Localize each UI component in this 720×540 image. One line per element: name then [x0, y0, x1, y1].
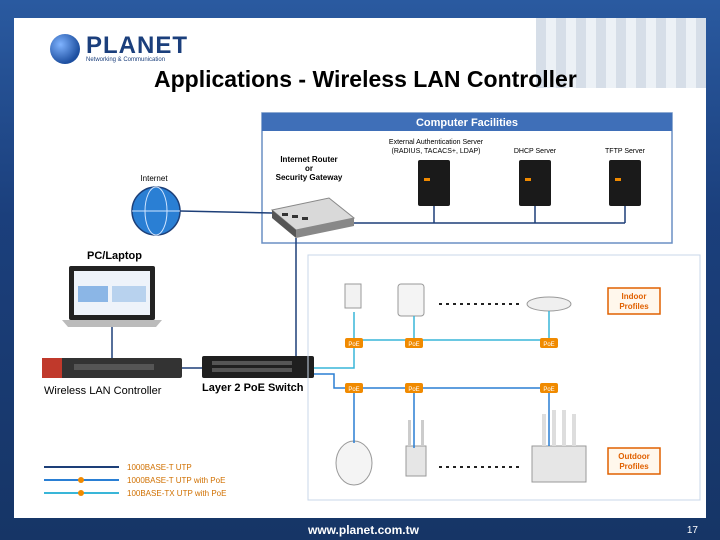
poe-tag: PoE [540, 383, 558, 393]
dhcp-server-label: DHCP Server [514, 148, 557, 155]
outdoor-antenna-ap-icon [405, 420, 427, 477]
legend-label: 1000BASE-T UTP with PoE [127, 476, 225, 485]
svg-text:Profiles: Profiles [619, 302, 649, 311]
auth-server-icon [418, 160, 450, 206]
internet-router-link [179, 210, 273, 214]
poe-tag: PoE [405, 383, 423, 393]
legend-label: 100BASE-TX UTP with PoE [127, 489, 226, 498]
wlc-label: Wireless LAN Controller [44, 385, 162, 397]
poe-tag: PoE [345, 338, 363, 348]
poe-switch-icon [202, 356, 314, 378]
legend-poe-dot [78, 477, 84, 483]
network-diagram: Computer Facilities External Authenticat… [42, 112, 701, 501]
tftp-server-label: TFTP Server [605, 148, 646, 155]
globe-icon [50, 34, 80, 64]
svg-text:PoE: PoE [543, 387, 554, 393]
router-label-2: or [305, 164, 313, 173]
indoor-poe-wiring [314, 311, 550, 369]
legend-label: 1000BASE-T UTP [127, 463, 192, 472]
ceiling-ap-icon [397, 283, 425, 317]
footer-bar: www.planet.com.tw 17 [0, 518, 720, 540]
ap-area-box [307, 254, 701, 501]
poe-tag: PoE [405, 338, 423, 348]
pc-laptop-label: PC/Laptop [87, 250, 142, 262]
dhcp-server-icon [519, 160, 551, 206]
poe-tag: PoE [345, 383, 363, 393]
auth-server-label-1: External Authentication Server [389, 139, 484, 146]
facilities-link-line [354, 206, 626, 224]
facilities-header: Computer Facilities [416, 117, 518, 129]
svg-text:Outdoor: Outdoor [618, 452, 650, 461]
server-rack-banner [536, 18, 706, 88]
wlc-device-icon [42, 358, 182, 378]
router-label-1: Internet Router [280, 155, 337, 164]
page-number: 17 [686, 525, 698, 536]
wall-plate-ap-icon [344, 283, 362, 309]
page-title: Applications - Wireless LAN Controller [154, 66, 577, 92]
svg-text:PoE: PoE [408, 387, 419, 393]
dome-ap-icon [526, 296, 572, 312]
slide-canvas: PLANET Networking & Communication Applic… [14, 18, 706, 518]
laptop-icon [62, 266, 162, 327]
svg-text:PoE: PoE [348, 387, 359, 393]
facilities-header-bar [262, 113, 672, 131]
planet-logo: PLANET Networking & Communication [50, 34, 188, 64]
auth-server-label-2: (RADIUS, TACACS+, LDAP) [391, 148, 480, 155]
svg-text:PoE: PoE [348, 342, 359, 348]
internet-label: Internet [140, 174, 168, 183]
svg-text:Indoor: Indoor [622, 292, 647, 301]
svg-text:PoE: PoE [543, 342, 554, 348]
indoor-profiles-box: Indoor Profiles [607, 287, 661, 315]
legend: 1000BASE-T UTP 1000BASE-T UTP with PoE 1… [44, 463, 226, 498]
svg-text:PoE: PoE [408, 342, 419, 348]
logo-tagline: Networking & Communication [86, 57, 166, 63]
tftp-server-icon [609, 160, 641, 206]
router-label-3: Security Gateway [276, 173, 343, 182]
footer-url: www.planet.com.tw [308, 523, 419, 537]
outdoor-dish-ap-icon [335, 440, 373, 486]
outdoor-box-ap-icon [531, 410, 587, 483]
internet-globe-icon [131, 186, 181, 236]
logo-name: PLANET [86, 32, 188, 59]
switch-label: Layer 2 PoE Switch [202, 382, 304, 394]
legend-poe-dot [78, 490, 84, 496]
router-icon [270, 197, 356, 238]
poe-tag: PoE [540, 338, 558, 348]
svg-text:Profiles: Profiles [619, 462, 649, 471]
outdoor-profiles-box: Outdoor Profiles [607, 447, 661, 475]
